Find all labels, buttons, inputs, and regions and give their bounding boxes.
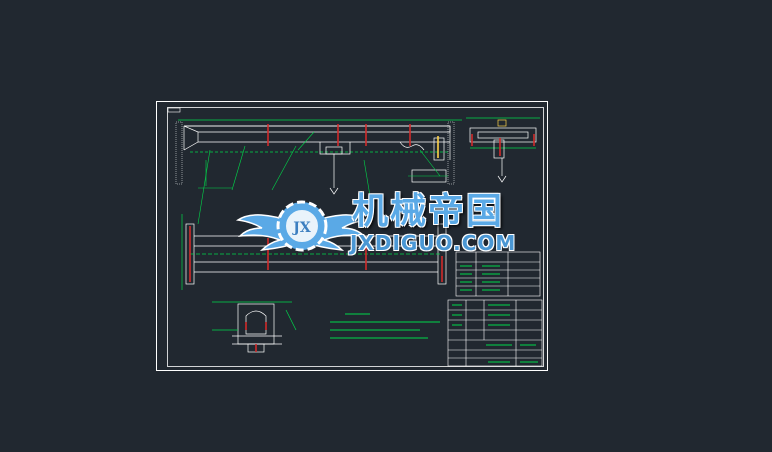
technical-notes — [330, 313, 440, 339]
crane-end-view — [466, 117, 540, 183]
specification-table — [455, 251, 541, 297]
section-marks — [245, 322, 267, 352]
leader-lines — [197, 131, 448, 225]
watermark-title: 机械帝国 — [352, 191, 505, 232]
support-columns — [175, 121, 455, 185]
plan-view-marks — [189, 226, 443, 282]
specification-table-entries — [460, 265, 500, 291]
watermark-site: JXDIGUO.COM — [350, 231, 517, 255]
title-block-entries — [452, 304, 538, 363]
hidden-section-marks — [267, 124, 439, 158]
logo-initials: JX — [291, 220, 311, 236]
sheet-label-box — [167, 107, 181, 113]
title-block — [447, 299, 543, 367]
end-view-marks — [471, 134, 535, 156]
drawing-sheet-inner-frame — [167, 107, 544, 367]
girder-section-detail — [212, 301, 297, 353]
drawing-sheet-outer-frame — [156, 101, 548, 371]
winged-gear-icon: JX — [235, 200, 369, 252]
crane-front-elevation — [178, 119, 462, 195]
